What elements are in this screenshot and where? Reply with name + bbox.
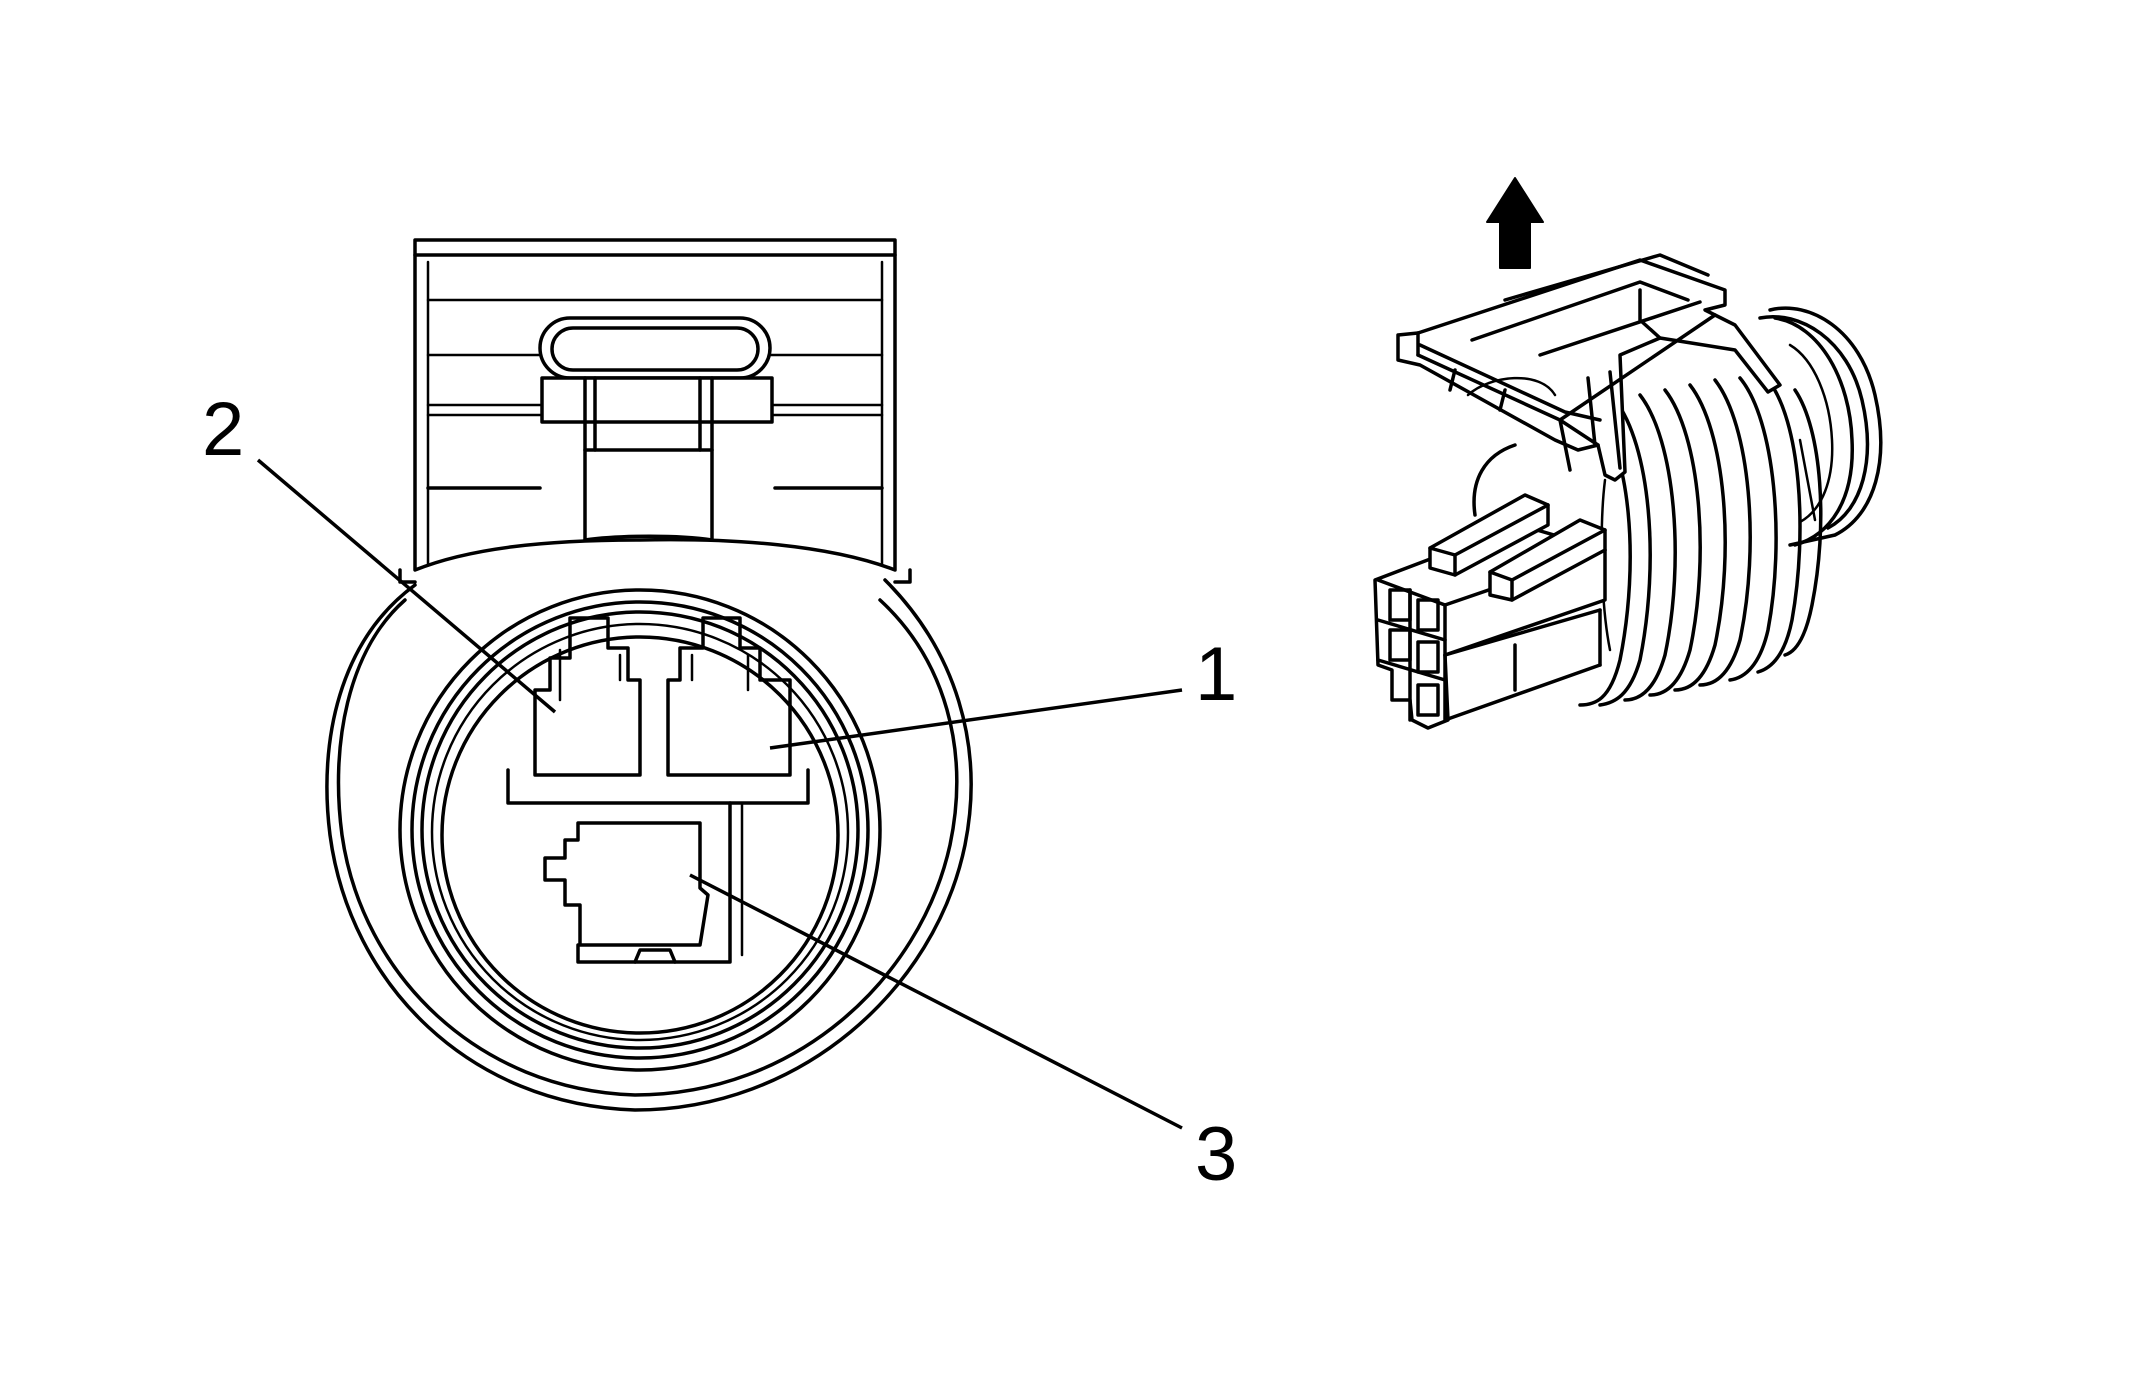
terminal-cavities	[506, 616, 810, 964]
connector-face-view: 2 1 3	[202, 238, 1237, 1197]
terminal-block-front	[1373, 493, 1607, 730]
up-arrow-icon	[1486, 177, 1544, 269]
callout-leaders	[256, 458, 1183, 1130]
cavity-1	[666, 616, 792, 777]
callout-2: 2	[202, 387, 244, 472]
leader-line-3	[689, 873, 1183, 1130]
latch-clip	[1396, 253, 1782, 482]
connector-perspective-view	[1373, 177, 1883, 730]
housing-top	[398, 238, 912, 584]
leader-line-1	[769, 688, 1183, 750]
callout-3: 3	[1195, 1112, 1237, 1197]
cavity-3	[543, 801, 744, 964]
rear-seal-flange	[1758, 306, 1883, 547]
leader-line-2	[256, 458, 557, 714]
callout-1: 1	[1195, 632, 1237, 717]
outer-seal-rings	[325, 578, 973, 1112]
cavity-2	[506, 616, 810, 805]
ribbed-seal	[1472, 376, 1823, 707]
